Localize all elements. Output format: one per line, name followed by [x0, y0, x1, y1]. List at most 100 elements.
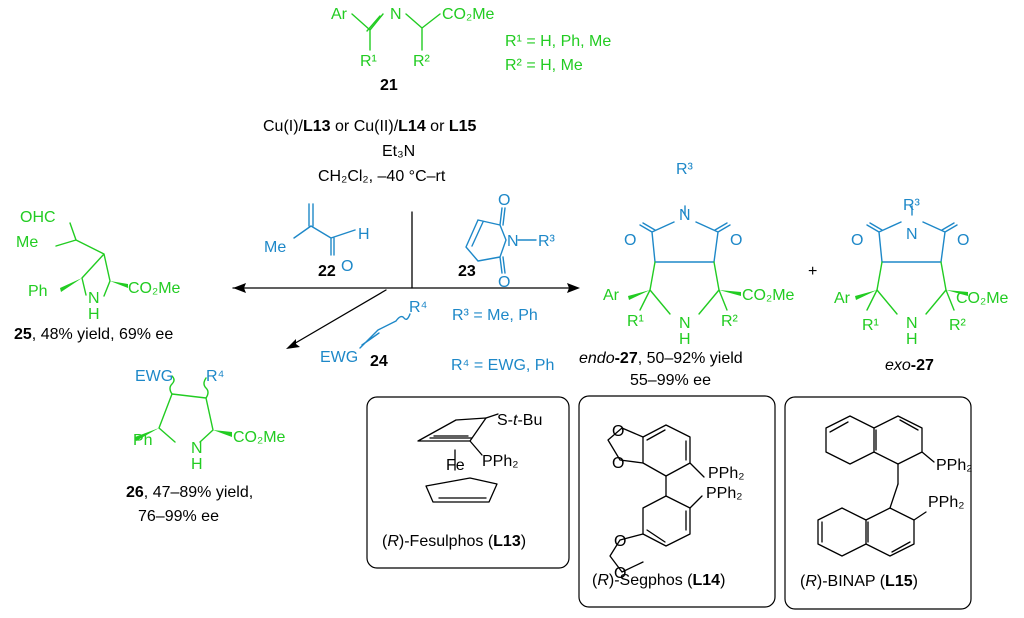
atom-r3: R³: [676, 161, 694, 178]
atom-ester: CO₂Me: [442, 6, 495, 23]
atom-ar: Ar: [603, 287, 620, 304]
atom-o-4: O: [614, 565, 626, 582]
conditions-line-2: Et₃N: [382, 143, 415, 160]
r3-definition: R³ = Me, Ph: [452, 307, 538, 324]
compound-number-21: 21: [380, 77, 398, 94]
plus-sign: +: [808, 263, 817, 280]
atom-r1: R¹: [627, 313, 644, 330]
atom-r2: R²: [721, 313, 739, 330]
atom-o-top: O: [498, 192, 510, 209]
atom-o: O: [341, 258, 353, 275]
atom-ester: CO₂Me: [956, 290, 1009, 307]
arrowhead-down-left: [286, 339, 300, 349]
ligand-l14-segphos: O O O O PPh₂ PPh₂ (R)-Segphos (L14): [578, 395, 776, 608]
product-26-ee: 76–99% ee: [138, 508, 219, 525]
atom-o-right: O: [957, 232, 969, 249]
atom-pph2-b: PPh₂: [706, 485, 742, 502]
atom-me: Me: [16, 234, 38, 251]
arrowhead-right: [567, 283, 580, 293]
atom-s-tbu: S-t-Bu: [497, 412, 542, 429]
r1-definition: R¹ = H, Ph, Me: [505, 33, 611, 50]
reactant-21: Ar N CO₂Me R¹ R² 21 R¹ = H, Ph, Me R² = …: [331, 6, 611, 94]
upper-ring: [642, 424, 691, 477]
atom-h: H: [906, 331, 918, 348]
atom-o-left: O: [624, 232, 636, 249]
atom-o-2: O: [612, 455, 624, 472]
atom-n-imide: N: [679, 207, 691, 224]
atom-o-bottom: O: [498, 274, 510, 291]
atom-ar: Ar: [834, 290, 851, 307]
atom-r3: R³: [903, 197, 921, 214]
endo-27-caption: endo-27, 50–92% yield: [579, 350, 743, 367]
endo-27-ee: 55–99% ee: [630, 372, 711, 389]
l14-caption: (R)-Segphos (L14): [592, 572, 725, 589]
atom-r1: R¹: [360, 53, 377, 70]
reaction-conditions: Cu(I)/L13 or Cu(II)/L14 or L15 Et₃N CH₂C…: [263, 118, 477, 185]
atom-o-1: O: [612, 423, 624, 440]
atom-n: N: [390, 6, 402, 23]
atom-ester: CO₂Me: [742, 287, 795, 304]
product-26: EWG R⁴ Ph N H CO₂Me 26, 47–89% yield, 76…: [126, 368, 286, 525]
reagent-24: R⁴ EWG 24 R³ = Me, Ph R⁴ = EWG, Ph: [320, 299, 554, 374]
atom-n: N: [507, 233, 519, 250]
conditions-line-3: CH₂Cl₂, –40 °C–rt: [318, 168, 446, 185]
atom-n: N: [906, 315, 918, 332]
reagent-22: H O Me 22: [264, 203, 370, 280]
exo-27-caption: exo-27: [885, 357, 934, 374]
atom-pph2-a: PPh₂: [708, 465, 744, 482]
atom-pph2: PPh₂: [482, 453, 518, 470]
atom-ohc: OHC: [20, 209, 56, 226]
atom-ewg: EWG: [135, 368, 173, 385]
atom-ester: CO₂Me: [233, 429, 286, 446]
atom-o-right: O: [730, 232, 742, 249]
atom-r2: R²: [413, 53, 431, 70]
cyclopentadienyl-bottom: [425, 477, 498, 503]
atom-o-left: O: [851, 232, 863, 249]
atom-ar: Ar: [331, 6, 348, 23]
atom-pph2-b: PPh₂: [928, 494, 964, 511]
reagent-23: O O N R³ 23: [458, 192, 556, 291]
atom-ewg: EWG: [320, 349, 358, 366]
atom-o-3: O: [614, 533, 626, 550]
product-25: OHC Me Ph N H CO₂Me 25, 48% yield, 69% e…: [14, 209, 181, 343]
atom-r2: R²: [949, 317, 967, 334]
atom-h: H: [191, 456, 203, 473]
compound-number-23: 23: [458, 263, 476, 280]
naphthyl-upper-left: [825, 415, 875, 465]
atom-h: H: [679, 331, 691, 348]
product-26-caption: 26, 47–89% yield,: [126, 484, 253, 501]
atom-h: H: [358, 226, 370, 243]
atom-r4: R⁴: [206, 368, 225, 385]
atom-fe: Fe: [446, 457, 465, 474]
atom-pph2-a: PPh₂: [936, 457, 972, 474]
atom-h: H: [88, 306, 100, 323]
l13-caption: (R)-Fesulphos (L13): [382, 533, 526, 550]
atom-n: N: [679, 315, 691, 332]
arrowhead-left: [233, 283, 246, 293]
product-endo-27: R³ N O O Ar CO₂Me R¹ N H R² endo-27, 50–…: [579, 161, 795, 389]
atom-ph: Ph: [133, 432, 153, 449]
naphthyl-lower-left: [817, 507, 867, 557]
atom-ph: Ph: [28, 283, 48, 300]
r2-definition: R² = H, Me: [505, 57, 583, 74]
reaction-arrows: [232, 211, 580, 349]
atom-me: Me: [264, 239, 286, 256]
l15-caption: (R)-BINAP (L15): [800, 573, 918, 590]
atom-ester: CO₂Me: [128, 280, 181, 297]
atom-n: N: [191, 440, 203, 457]
atom-n: N: [88, 290, 100, 307]
ligand-l13-fesulphos: S-t-Bu PPh₂ Fe (R)-Fesulphos (L13): [366, 396, 570, 569]
lower-ring: [642, 495, 691, 547]
compound-number-24: 24: [370, 353, 388, 370]
atom-r1: R¹: [862, 317, 879, 334]
atom-r3: R³: [538, 233, 556, 250]
r4-definition: R⁴ = EWG, Ph: [451, 357, 554, 374]
atom-r4: R⁴: [409, 299, 428, 316]
compound-number-22: 22: [318, 263, 336, 280]
conditions-line-1: Cu(I)/L13 or Cu(II)/L14 or L15: [263, 118, 477, 135]
ligand-l15-binap: PPh₂ PPh₂ (R)-BINAP (L15): [784, 396, 972, 610]
product-25-caption: 25, 48% yield, 69% ee: [14, 326, 173, 343]
product-exo-27: R³ N O O Ar CO₂Me R¹ N H R² exo-27: [834, 197, 1009, 374]
atom-n-imide: N: [906, 226, 918, 243]
